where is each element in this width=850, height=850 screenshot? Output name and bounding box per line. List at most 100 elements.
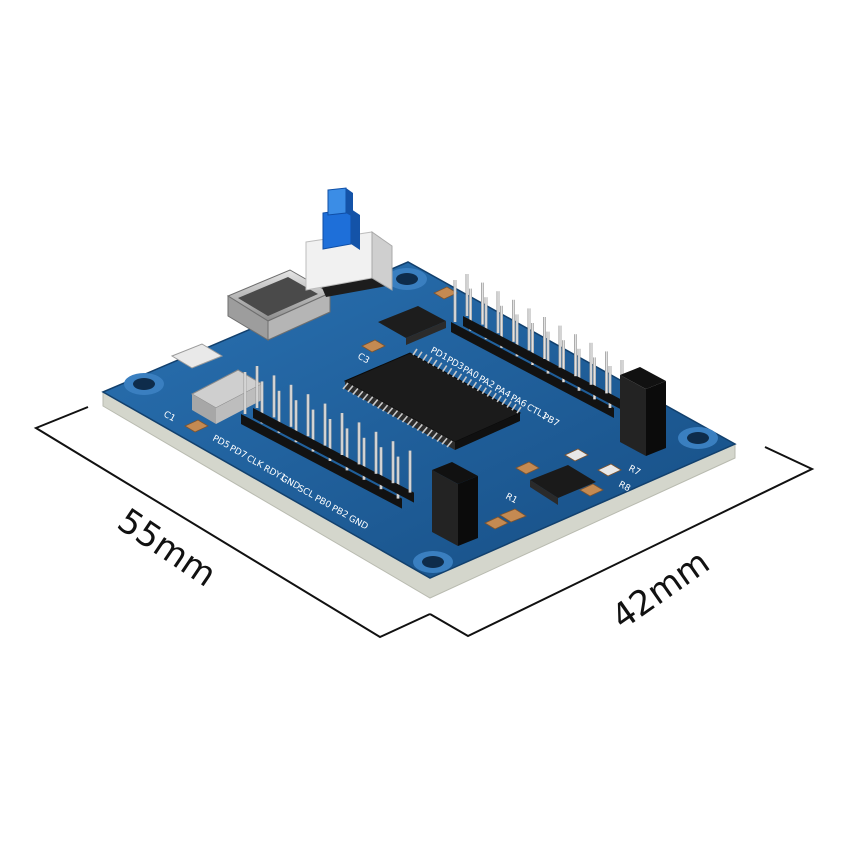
header-pin [243,372,247,414]
silk-ref: R7 [627,464,642,478]
header-pin [558,325,562,368]
header-pin [272,375,276,418]
chip-pin [446,440,453,448]
chip-pin [511,403,517,411]
dimension-lines [33,406,815,639]
chip-pin [342,382,349,390]
chip-pin [501,398,507,406]
header-pin [589,342,593,385]
chip-pin [421,426,428,434]
header-pin [577,348,581,391]
chip-pin [416,423,423,431]
header-pin [357,422,361,465]
chip-pin [382,404,389,412]
header-base [451,322,614,418]
regulator [378,306,446,338]
chip-pin [432,359,438,367]
chip-pin [481,387,487,395]
chip-pin [471,381,478,389]
header-pin [391,441,395,484]
header-pin [277,390,281,433]
chip-pin [436,434,443,442]
header-pin [481,282,484,325]
chip-pin [411,421,418,429]
header-pin [311,409,315,452]
chip-pin [347,385,354,393]
chip-pin [357,390,364,398]
header-pin [328,419,332,461]
header-pin [515,314,519,357]
header-pin [496,291,500,334]
chip-pin [426,429,433,437]
usb-connector [226,269,332,341]
header-base [253,408,414,503]
header-pin [484,297,488,340]
header-pin [374,431,378,474]
chip-pin [486,389,492,397]
chip-pin [396,412,404,420]
header-pin [608,366,612,408]
chip-pin [352,388,359,396]
header-pin [396,456,400,499]
header-pin [289,384,293,427]
chip-pin [451,370,458,378]
chip-pin [391,410,399,418]
chip-pin [441,437,448,445]
header-pin [362,437,366,480]
chip-pins [342,348,522,448]
chip-pin [466,378,473,386]
header-pin [340,413,344,455]
silk-ref: R1 [504,492,519,506]
header-pin [469,288,472,331]
header-pin [453,280,457,322]
chip-pin [496,395,502,403]
chip-pin [442,365,448,373]
chip-pin [447,367,453,375]
led [170,343,224,369]
header-pin [605,351,608,394]
pin-headers [241,274,626,509]
header-pin [345,428,349,471]
mounting-holes [124,268,718,573]
header-base [463,316,626,412]
header-pin [543,317,546,359]
chip-pin [367,396,374,404]
header-pin [408,450,412,493]
header-pin [500,305,503,348]
chip-pin [362,393,369,401]
smd-components [184,286,622,530]
header-pin [465,274,469,316]
chip-pin [461,376,468,384]
silk-ref: C1 [162,410,177,424]
chip-pin [412,348,418,356]
jumper-right [620,367,666,456]
chip-pin [422,354,428,361]
header-pin [512,299,515,342]
header-pin [574,334,577,377]
eeprom-chip [530,465,596,505]
chip-pin [401,415,409,423]
header-pin [323,403,327,446]
push-button [305,187,393,297]
header-pin [294,400,298,443]
chip-pin [431,432,438,440]
chip-pin [437,362,443,370]
chip-pin [476,384,483,392]
regulator-tab [406,321,446,345]
header-pin [527,308,531,351]
header-pin [255,366,259,408]
chip-pin [372,399,379,407]
chip-pin [427,356,433,364]
silk-ref: C3 [356,352,371,366]
jumper-left [432,462,478,546]
header-pin [306,394,310,437]
chip-pin [456,373,463,381]
header-pin [593,357,596,400]
header-base [241,414,402,509]
chip-pin [386,407,394,415]
chip-pin [491,392,497,400]
chip-pin [417,351,423,359]
